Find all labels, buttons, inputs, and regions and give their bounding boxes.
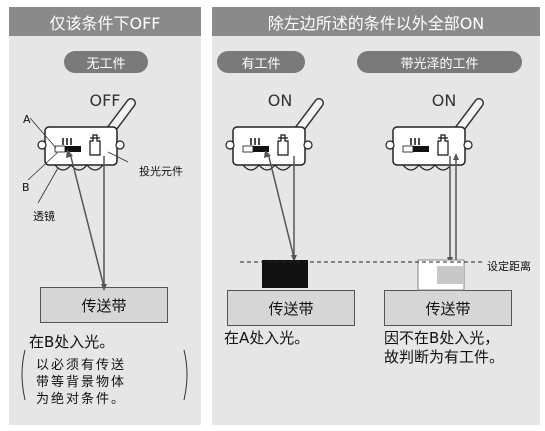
set-distance-label: 设定距离: [487, 260, 531, 273]
label-b: B: [22, 181, 30, 194]
glossy-workpiece-shine: [437, 266, 464, 284]
right-panel-header: 除左边所述的条件以外全部ON: [212, 7, 540, 36]
left-sensor-icon: [38, 103, 131, 170]
right-conveyor-1: 传送带: [227, 290, 355, 326]
bracket-line-2: 带等背景物体: [36, 375, 127, 390]
left-state-off: OFF: [89, 91, 121, 110]
right-sensor-1-icon: [226, 103, 319, 170]
label-a: A: [23, 113, 31, 126]
glossy-workpiece-pill: 带光泽的工件: [357, 51, 522, 73]
emitter-label: 投光元件: [139, 165, 183, 178]
left-note: 在B处入光。: [29, 333, 115, 351]
right-note-1: 在A处入光。: [224, 329, 310, 347]
right-state-on-1: ON: [267, 91, 293, 110]
right-sensor-2-icon: [386, 103, 479, 170]
right-1-reflected-beam: [267, 152, 295, 259]
left-panel-header: 仅该条件下OFF: [9, 7, 201, 36]
left-reflected-beam: [69, 152, 105, 288]
workpiece-pill: 有工件: [217, 51, 305, 73]
bracket-line-3: 为绝对条件。: [36, 392, 127, 407]
right-panel: 除左边所述的条件以外全部ON 有工件 带光泽的工件 ON ON 设定距离 传送带…: [212, 7, 540, 425]
lens-label: 透镜: [33, 210, 55, 223]
bracket-line-1: 以必须有传送: [36, 358, 127, 373]
dark-workpiece: [262, 260, 308, 288]
right-state-on-2: ON: [431, 91, 457, 110]
no-workpiece-pill: 无工件: [64, 51, 148, 73]
left-panel: 仅该条件下OFF 无工件 OFF A B 透镜 投光元件 传送带 在B处入光。 …: [9, 7, 201, 425]
left-conveyor: 传送带: [40, 287, 168, 323]
right-conveyor-2: 传送带: [384, 290, 512, 326]
right-note-2-line-2: 故判断为有工件。: [384, 348, 505, 366]
right-note-2-line-1: 因不在B处入光，: [384, 329, 500, 347]
